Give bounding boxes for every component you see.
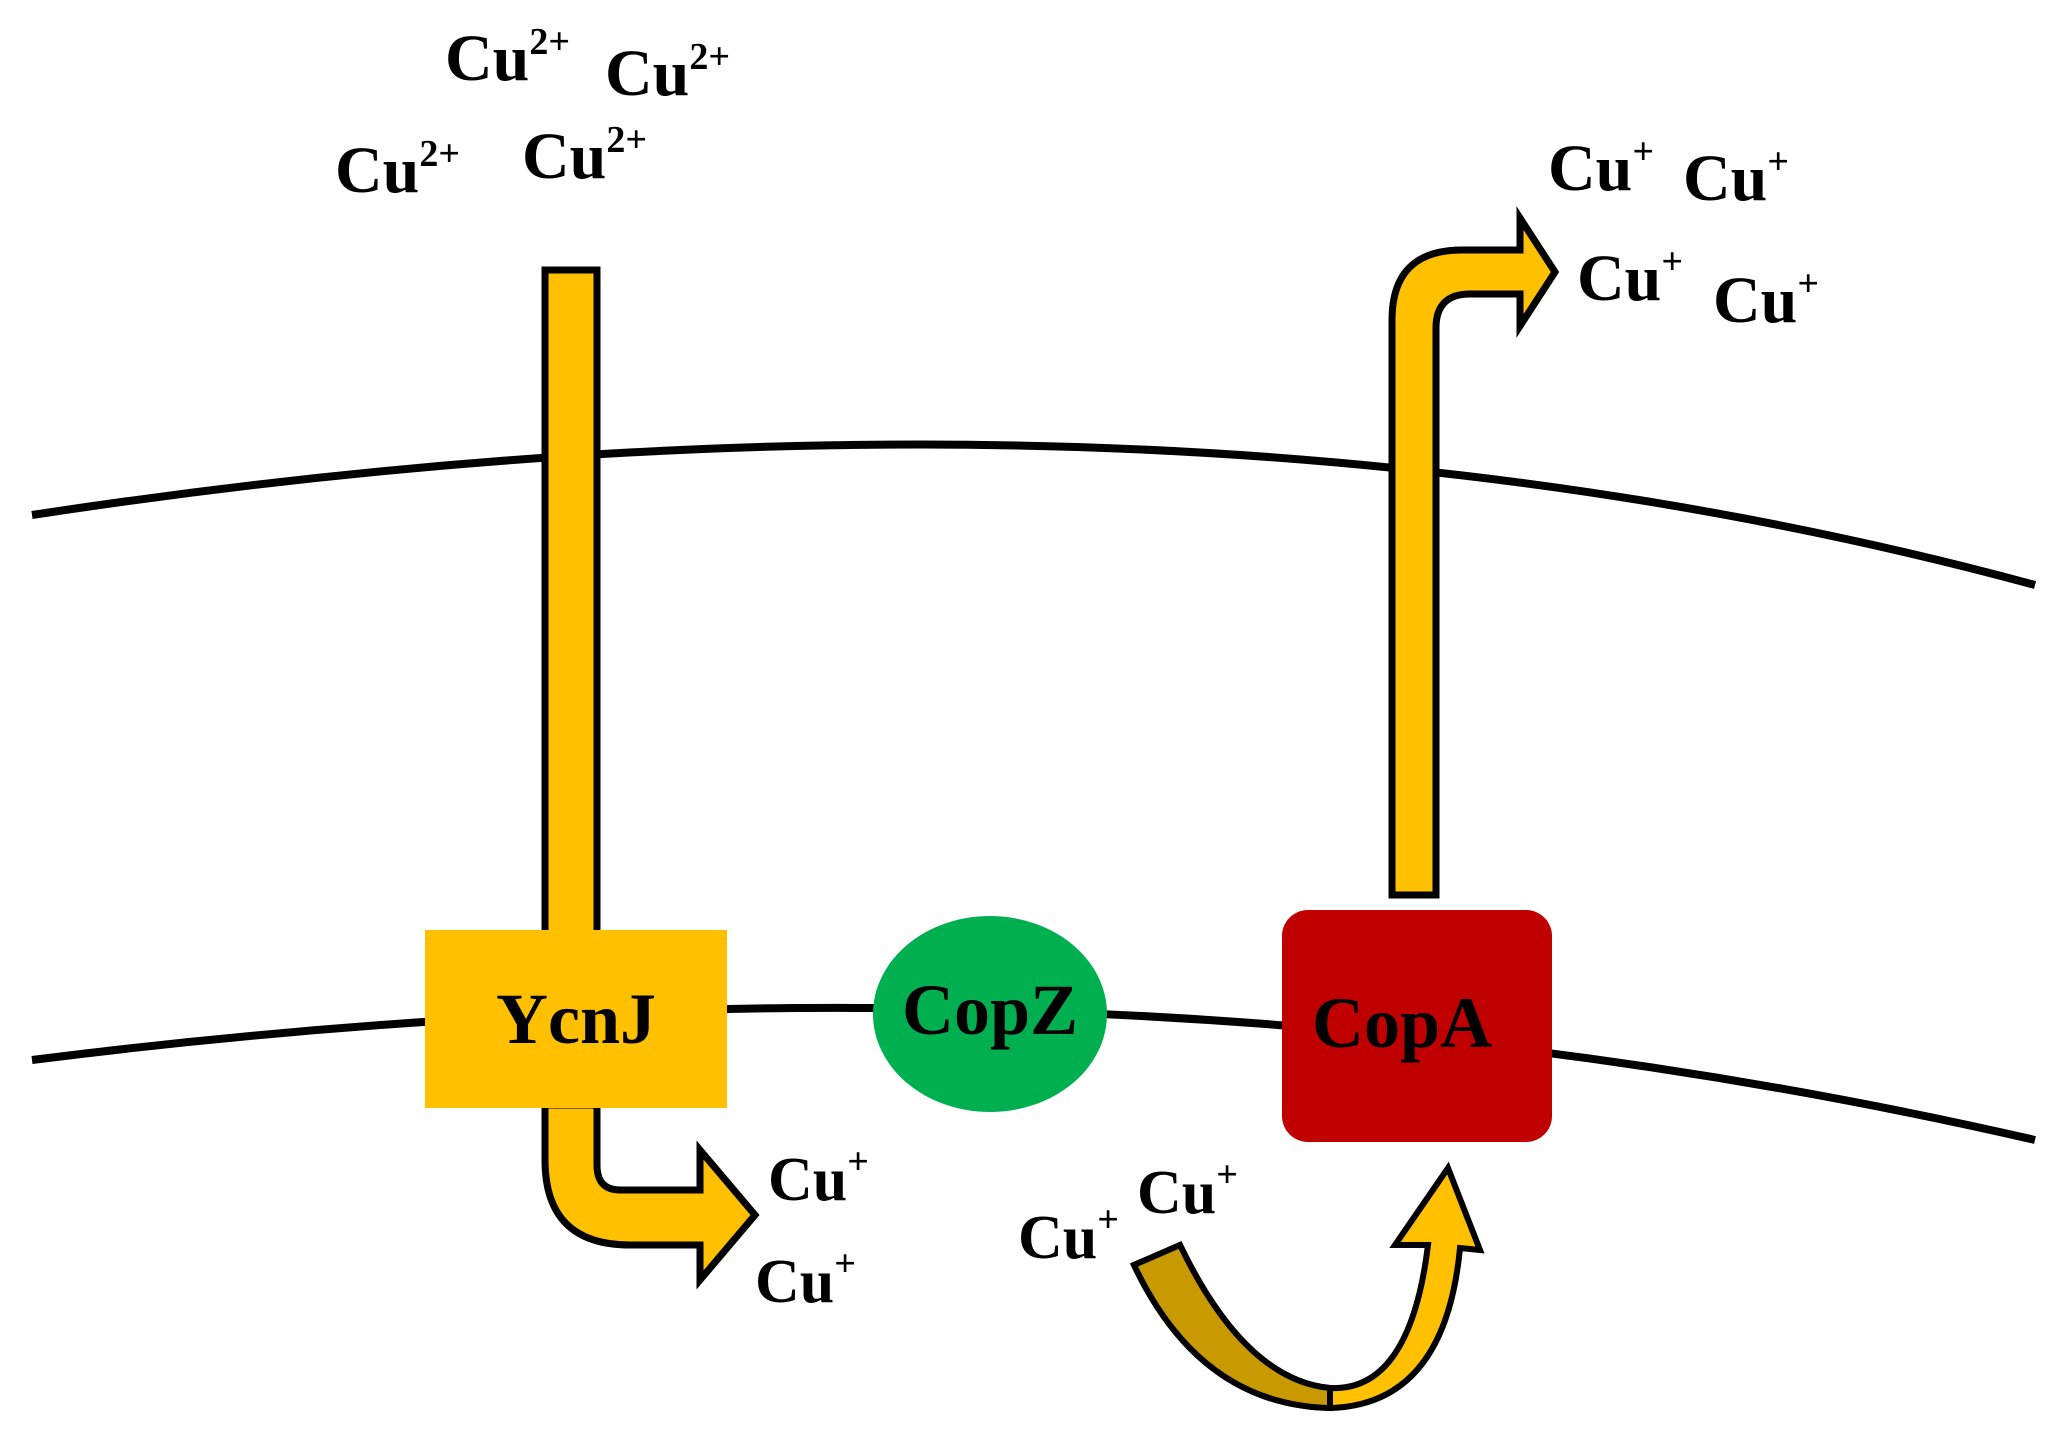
copa-protein	[1282, 910, 1552, 1142]
cu2-ion: Cu2+	[335, 133, 460, 207]
cu1-ion: Cu+	[768, 1141, 869, 1214]
cu2-ion: Cu2+	[605, 36, 730, 110]
ycnj-label: YcnJ	[496, 979, 656, 1059]
cu2-ion: Cu2+	[522, 119, 647, 193]
cu1-ion: Cu+	[1018, 1199, 1119, 1272]
cu1-ion: Cu+	[1137, 1154, 1238, 1227]
cu1-ion: Cu+	[755, 1243, 856, 1316]
copz-label: CopZ	[902, 970, 1078, 1050]
copa-efflux-arrow	[1388, 206, 1560, 899]
curved-arrow-shadow	[1129, 1241, 1333, 1412]
cu1-ion: Cu+	[1577, 241, 1683, 315]
ycnj-protein	[425, 930, 727, 1108]
copz-protein	[873, 916, 1107, 1112]
copa-label: CopA	[1312, 983, 1492, 1063]
cu1-ion: Cu+	[1683, 141, 1789, 215]
cu1-ion: Cu+	[1548, 131, 1654, 205]
cu2-ion: Cu2+	[445, 21, 570, 95]
cu1-ion: Cu+	[1713, 263, 1819, 337]
outer-membrane-line	[31, 440, 2037, 589]
ycnj-release-arrow	[541, 1101, 760, 1290]
